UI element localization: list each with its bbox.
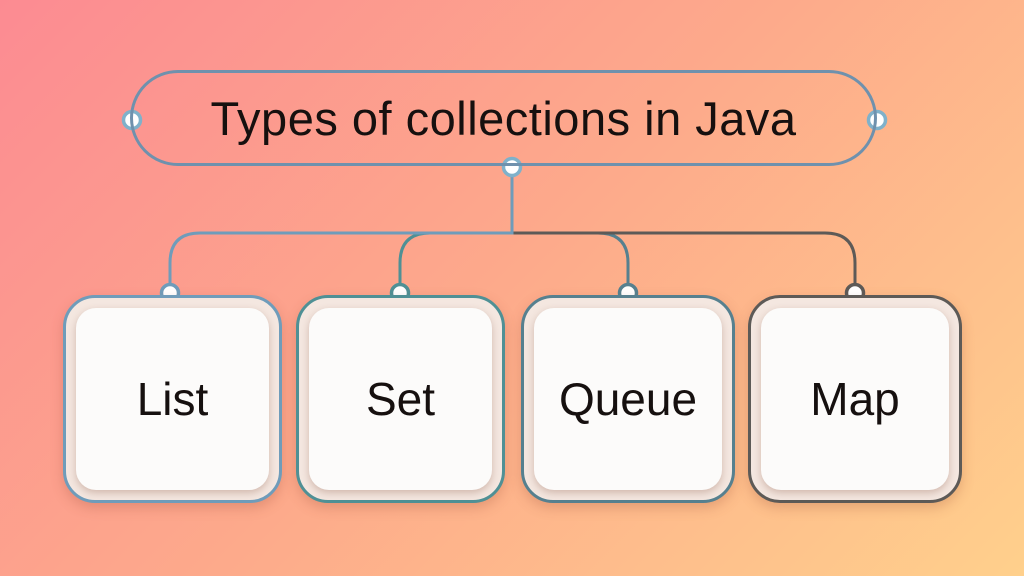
node-label-set: Set — [365, 373, 436, 425]
diagram-title: Types of collections in Java — [210, 91, 797, 145]
node-card-map: Map — [748, 295, 962, 503]
node-card-queue: Queue — [521, 295, 735, 503]
anchor-dot-title-bottom — [501, 156, 523, 178]
branch-line-map — [510, 168, 857, 291]
node-label-map: Map — [810, 373, 900, 425]
branch-line-list — [168, 168, 514, 291]
node-card-set: Set — [296, 295, 505, 503]
node-label-list: List — [136, 373, 209, 425]
node-label-queue: Queue — [558, 373, 698, 425]
node-card-map-inner: Map — [761, 308, 949, 490]
node-card-set-inner: Set — [309, 308, 492, 490]
branch-line-queue — [510, 168, 630, 291]
root-node-title-pill: Types of collections in Java — [130, 70, 877, 166]
node-card-queue-inner: Queue — [534, 308, 722, 490]
node-card-list: List — [63, 295, 282, 503]
node-card-list-inner: List — [76, 308, 269, 490]
branch-line-set — [398, 168, 514, 291]
